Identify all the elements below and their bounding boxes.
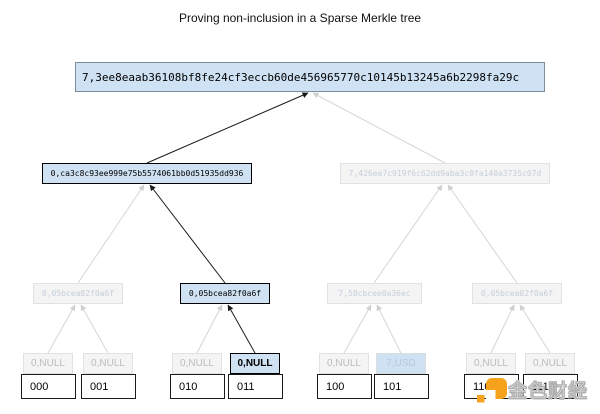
edge-leaf-2-to-l2-1 [196, 304, 223, 354]
node-root-hash: 7,3ee8eaab36108bf8fe24cf3eccb60de4569657… [75, 62, 545, 92]
leaf-hash-110: 0,NULL [466, 353, 516, 374]
leaf-hash-101: 7,USD [376, 353, 426, 374]
node-level2-hash-1: 0,05bcea82f0a6f [180, 283, 270, 304]
leaf-key-010: 010 [170, 374, 225, 399]
edge-leaf-5-to-l2-2 [376, 304, 402, 354]
edge-l2-2-to-l1-1 [373, 184, 443, 284]
leaf-hash-111: 0,NULL [525, 353, 575, 374]
edge-leaf-3-to-l2-1 [227, 304, 256, 354]
leaf-key-101: 101 [374, 374, 429, 399]
leaf-hash-100: 0,NULL [319, 353, 369, 374]
leaf-key-000: 000 [21, 374, 76, 399]
node-level1-left-hash: 0,ca3c8c93ee999e75b5574061bb0d51935dd936 [42, 163, 252, 184]
node-level2-hash-3: 0,05bcea82f0a6f [472, 283, 562, 304]
watermark: 金色财经 [476, 377, 588, 404]
diagram-title: Proving non-inclusion in a Sparse Merkle… [178, 11, 422, 25]
edge-leaf-1-to-l2-0 [80, 304, 109, 354]
leaf-hash-010: 0,NULL [172, 353, 222, 374]
leaf-key-100: 100 [317, 374, 372, 399]
edge-leaf-0-to-l2-0 [47, 304, 76, 354]
edge-right-to-root [312, 92, 446, 164]
edge-leaf-7-to-l2-3 [519, 304, 551, 354]
leaf-hash-001: 0,NULL [83, 353, 133, 374]
jinse-logo-icon [477, 378, 507, 403]
leaf-key-111: 111 [523, 374, 578, 399]
edge-leaf-6-to-l2-3 [490, 304, 515, 354]
node-level2-hash-2: 7,58cbcee0a36ec [327, 283, 422, 304]
edge-l2-0-to-l1-0 [77, 184, 145, 284]
leaf-hash-011: 0,NULL [230, 353, 280, 374]
edge-l2-3-to-l1-1 [447, 184, 518, 284]
edge-left-to-root [146, 92, 309, 164]
edge-l2-1-to-l1-0 [149, 184, 226, 284]
node-level2-hash-0: 0,05bcea82f0a6f [33, 283, 123, 304]
leaf-hash-000: 0,NULL [23, 353, 73, 374]
edge-leaf-4-to-l2-2 [343, 304, 372, 354]
leaf-key-001: 001 [81, 374, 136, 399]
node-level1-right-hash: 7,426ee7c919f6c62dd9aba3c0fa140a3735c07d [340, 163, 550, 184]
watermark-text: 金色财经 [507, 379, 589, 402]
leaf-key-011: 011 [228, 374, 283, 399]
